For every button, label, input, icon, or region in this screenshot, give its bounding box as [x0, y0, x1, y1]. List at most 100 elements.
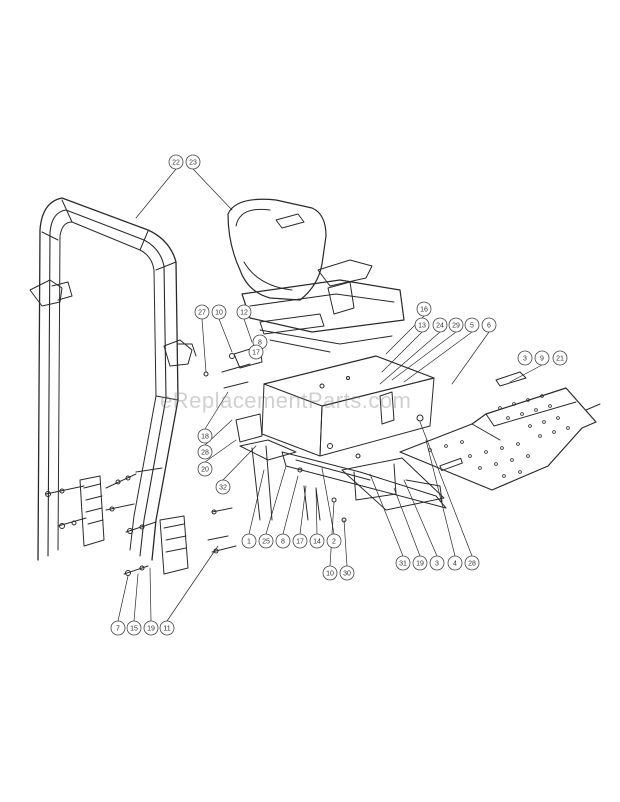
callout-number: 21 [556, 356, 564, 363]
callout-circle [258, 533, 274, 549]
callout-circle [241, 533, 257, 549]
callout-circle [464, 317, 480, 333]
callout-19: 19 [412, 555, 428, 571]
callout-circle [159, 620, 175, 636]
callout-16: 16 [416, 301, 432, 317]
callout-31: 31 [395, 555, 411, 571]
callout-27: 27 [194, 304, 210, 320]
callout-number: 3 [435, 561, 439, 568]
callout-number: 10 [215, 310, 223, 317]
callout-1: 1 [241, 533, 257, 549]
callout-number: 5 [470, 323, 474, 330]
callout-circle [339, 565, 355, 581]
callout-number: 9 [540, 356, 544, 363]
callout-5: 5 [464, 317, 480, 333]
callout-number: 6 [487, 323, 491, 330]
callout-8: 8 [275, 533, 291, 549]
callout-number: 22 [172, 160, 180, 167]
callout-circle [464, 555, 480, 571]
callout-circle [481, 317, 497, 333]
callout-circle [534, 350, 550, 366]
callout-number: 17 [296, 539, 304, 546]
callout-circle [275, 533, 291, 549]
callout-circle [448, 317, 464, 333]
callout-circle [447, 555, 463, 571]
callout-10: 10 [211, 304, 227, 320]
callout-number: 10 [326, 571, 334, 578]
callout-circle [414, 317, 430, 333]
callout-20: 20 [197, 461, 213, 477]
foot-plate [399, 371, 601, 491]
callout-number: 14 [313, 539, 321, 546]
callout-number: 20 [201, 467, 209, 474]
callout-21: 21 [552, 350, 568, 366]
callout-14: 14 [309, 533, 325, 549]
callout-circle [197, 444, 213, 460]
callout-7: 7 [110, 620, 126, 636]
callout-number: 15 [130, 626, 138, 633]
callout-circle [309, 533, 325, 549]
callout-6: 6 [481, 317, 497, 333]
callout-number: 17 [252, 350, 260, 357]
callout-number: 19 [416, 561, 424, 568]
callout-circle [432, 317, 448, 333]
callout-number: 4 [453, 561, 457, 568]
callout-circle [292, 533, 308, 549]
callout-circle [517, 350, 533, 366]
callout-circle [236, 304, 252, 320]
callout-circle [185, 154, 201, 170]
callout-number: 7 [116, 626, 120, 633]
callout-12: 12 [236, 304, 252, 320]
callout-number: 28 [201, 450, 209, 457]
roll-bar [29, 197, 197, 575]
hardware-bolts [45, 467, 237, 576]
callout-number: 19 [147, 626, 155, 633]
callout-24: 24 [432, 317, 448, 333]
callout-circle [326, 533, 342, 549]
callout-number: 30 [343, 571, 351, 578]
callout-number: 24 [436, 323, 444, 330]
leader-lines [117, 168, 543, 622]
seat-pan [203, 345, 435, 457]
callout-23: 23 [185, 154, 201, 170]
callout-number: 28 [468, 561, 476, 568]
callout-circle [110, 620, 126, 636]
callout-circle [429, 555, 445, 571]
callout-3: 3 [517, 350, 533, 366]
callout-circle [395, 555, 411, 571]
callout-4: 4 [447, 555, 463, 571]
seat [227, 198, 405, 353]
callout-19: 19 [143, 620, 159, 636]
callout-13: 13 [414, 317, 430, 333]
callout-3: 3 [429, 555, 445, 571]
callout-circle [322, 565, 338, 581]
callout-9: 9 [534, 350, 550, 366]
callout-circle [197, 428, 213, 444]
callout-number: 13 [418, 323, 426, 330]
callout-25: 25 [258, 533, 274, 549]
callout-10: 10 [322, 565, 338, 581]
callout-circle [211, 304, 227, 320]
callout-number: 12 [240, 310, 248, 317]
callout-29: 29 [448, 317, 464, 333]
callout-number: 1 [247, 539, 251, 546]
callout-number: 32 [219, 485, 227, 492]
callout-circle [126, 620, 142, 636]
callout-number: 2 [332, 539, 336, 546]
callout-number: 18 [201, 434, 209, 441]
callout-circle [215, 479, 231, 495]
callout-circle [248, 344, 264, 360]
callout-number: 3 [523, 356, 527, 363]
callout-number: 31 [399, 561, 407, 568]
callout-28: 28 [464, 555, 480, 571]
callout-circle [412, 555, 428, 571]
callout-number: 29 [452, 323, 460, 330]
callout-number: 16 [420, 307, 428, 314]
callout-17: 17 [248, 344, 264, 360]
callout-number: 25 [262, 539, 270, 546]
callout-circle [168, 154, 184, 170]
callout-circle [194, 304, 210, 320]
callout-2: 2 [326, 533, 342, 549]
